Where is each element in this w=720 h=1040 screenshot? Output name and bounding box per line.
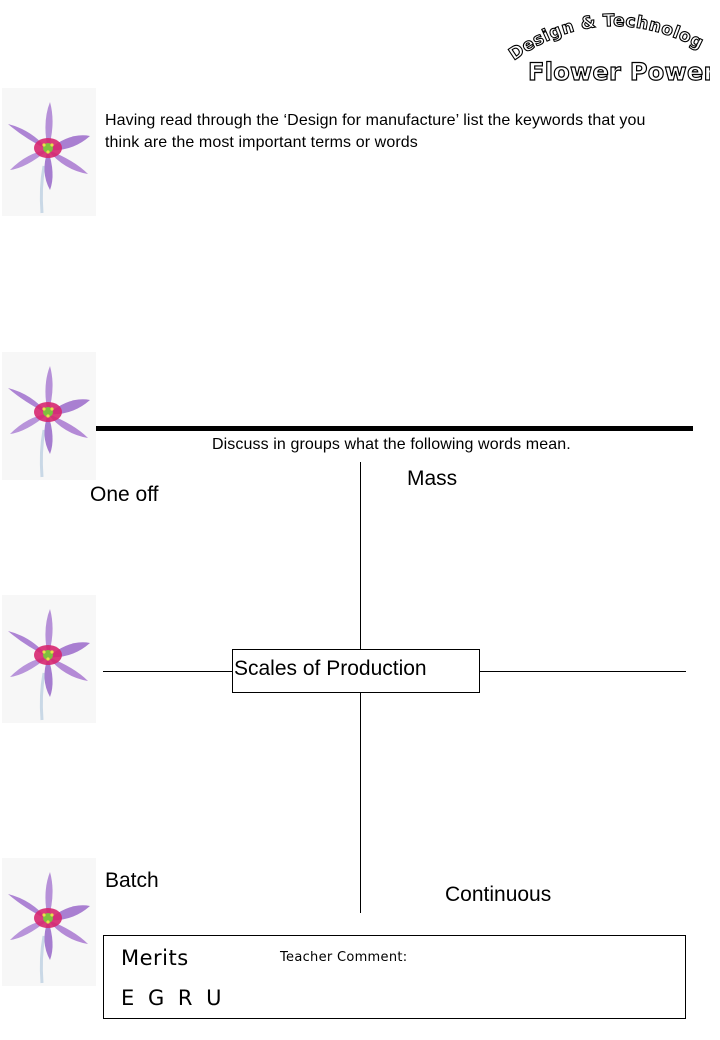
diagram-vertical-line-top [360,462,361,649]
flower-decoration-3 [2,595,96,723]
instruction-text: Having read through the ‘Design for manu… [105,112,646,151]
continuous-label: Continuous [445,883,552,906]
scales-of-production-label: Scales of Production [234,657,427,680]
flower-icon [2,595,96,723]
scales-of-production-box: Scales of Production [232,649,480,693]
section-divider [96,426,693,431]
merits-title: Merits [121,946,189,970]
diagram-horizontal-line-right [480,671,686,672]
diagram-horizontal-line-left [103,671,232,672]
teacher-comment-label: Teacher Comment: [280,950,408,965]
design-technology-logo: Design & Technology Flower Power [500,4,710,92]
flower-icon [2,88,96,216]
flower-decoration-2 [2,352,96,480]
flower-decoration-4 [2,858,96,986]
batch-label: Batch [105,869,159,892]
svg-text:Design & Technology: Design & Technology [500,4,707,65]
discuss-prompt: Discuss in groups what the following wor… [212,436,571,453]
merits-grades: E G R U [121,986,223,1010]
flower-icon [2,352,96,480]
flower-decoration-1 [2,88,96,216]
one-off-label: One off [90,483,159,506]
flower-icon [2,858,96,986]
merits-box: Merits E G R U Teacher Comment: [103,935,686,1019]
diagram-vertical-line-bottom [360,693,361,913]
mass-label: Mass [407,467,458,490]
svg-text:Flower Power: Flower Power [528,58,710,86]
